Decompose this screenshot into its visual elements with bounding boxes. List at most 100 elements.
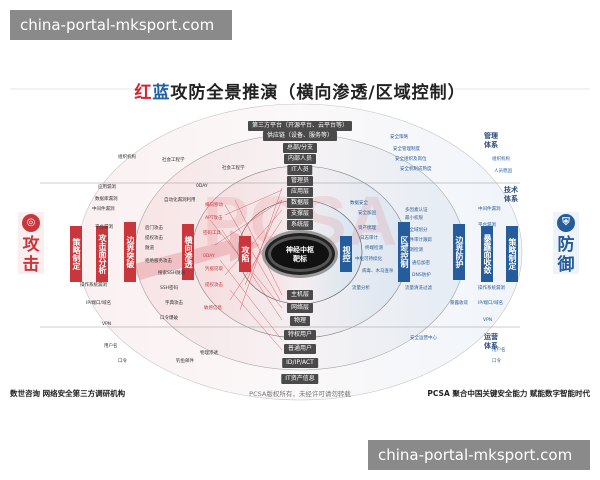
attack-technique-label: 字典攻击 [165,301,183,306]
attack-path-label: 密码工具 [203,231,221,236]
defense-inner-label: 安全加固 [358,211,376,216]
attack-lines [209,187,283,351]
attack-path-label: 横向移动 [205,203,223,208]
attack-technique-label: 用户名 [104,344,118,349]
attack-stage-bar: 策略制定 [70,226,82,282]
attack-path-label: 提权攻击 [205,283,223,288]
attack-path-label: 凭据窃取 [205,267,223,272]
title-blue: 蓝 [152,83,171,103]
attack-technique-label: SSH密码 [160,286,179,291]
system-technology: 技术体系 [504,186,518,203]
center-layer-box: ID/IP/ACT [282,358,318,368]
attack-technique-label: IP/端口/域名 [86,301,112,306]
defense-badge: ⛨ 防御 [553,212,579,275]
center-layer-box: 主机层 [286,290,314,300]
defense-measure-label: 流量清洗过滤 [405,286,432,291]
attack-stage-bar: 攻击面分析 [96,226,108,282]
attack-stage-bar: 横向渗透 [182,224,194,280]
defense-inner-label: 安全运营中心 [410,336,437,341]
defense-measure-label: 组织机构 [492,157,510,162]
defense-measure-label: 多因素认证 [405,208,428,213]
target-icon: ◎ [22,214,40,232]
footer-right: PCSA 聚合中国关键安全能力 赋能数字智能时代 [427,389,590,398]
center-layer-box: 物理 [289,316,311,326]
center-layer-box: 内部人员 [283,154,317,164]
footer-left: 数世咨询 网络安全第三方调研机构 [10,389,126,398]
attack-technique-label: 物理渗透 [200,351,218,356]
attack-technique-label: 社会工程学 [222,166,245,171]
attack-technique-label: 应用漏洞 [98,185,116,190]
center-layer-box: IT资产信息 [281,374,319,384]
defense-measure-label: 安全机制成熟度 [400,167,432,172]
defense-stage-bar: 边界防护 [453,224,465,280]
center-layer-box: 应用层 [286,187,314,197]
attack-technique-label: 操作系统漏洞 [80,283,107,288]
attack-technique-label: 口令 [118,359,127,364]
center-layer-box: 网络层 [286,303,314,313]
defense-inner-label: 数据安全 [350,201,368,206]
footer-center: PCSA版权所有，未经许可请勿转载 [249,390,351,398]
defense-inner-label: 资产梳理 [358,226,376,231]
attack-stage-bar: 攻陷 [239,236,251,272]
defense-inner-label: 流量分析 [352,286,370,291]
attack-technique-label: 平台漏洞 [95,225,113,230]
defense-measure-label: 口令 [492,359,501,364]
system-management: 管理体系 [484,132,498,149]
attack-path-label: 0DAY [203,254,215,259]
defense-stage-bar: 暴露面收敛 [481,226,493,282]
attack-technique-label: 数据库漏洞 [95,197,118,202]
attack-technique-label: 社会工程学 [162,158,185,163]
defense-measure-label: 安全策略 [390,135,408,140]
attack-technique-label: 0DAY [196,184,208,189]
attack-technique-label: 自动化漏洞利用 [164,198,196,203]
center-layer-box: 数据层 [286,198,314,208]
center-layer-box: 供应链（设备、服务等） [262,131,338,141]
attack-path-label: 敏感信息 [204,306,222,311]
defense-measure-label: 中间件漏洞 [478,207,501,212]
defense-measure-label: 平台漏洞 [478,223,496,228]
attack-technique-label: 口令爆破 [160,316,178,321]
center-layer-box: 特权用户 [283,330,317,340]
watermark-top: china-portal-mksport.com [10,10,232,40]
defense-measure-label: 暴露收敛 [450,301,468,306]
shield-icon: ⛨ [557,214,575,232]
defense-measure-label: VPN [483,318,493,323]
page-title: 红蓝攻防全景推演（横向渗透/区域控制） [0,78,600,103]
attack-arrow [130,230,260,280]
core-line-1: 神经中枢 [286,246,314,254]
defense-measure-label: IP/端口/域名 [478,301,504,306]
attack-technique-label: 后门攻击 [145,226,163,231]
defense-stage-bar: 策略制定 [506,226,518,282]
attack-technique-label: 组织机构 [118,155,136,160]
defense-inner-label: 日志审计 [360,236,378,241]
attack-technique-label: 中间件漏洞 [92,207,115,212]
center-layer-box: 系统层 [286,220,314,230]
attack-path-label: APT攻击 [205,216,223,221]
center-layer-box: 总部/分支 [282,143,318,153]
system-operations: 运营体系 [484,333,498,350]
defense-measure-label: 最小权限 [405,216,423,221]
defense-measure-label: DNS防护 [412,273,431,278]
title-rest: 攻防全景推演（横向渗透/区域控制） [170,83,466,103]
defense-inner-label: 中枢可持续化 [355,257,382,262]
defense-stage-bar: 视控 [340,236,352,272]
attack-technique-label: 钓鱼邮件 [176,359,194,364]
attack-technique-label: 隧道 [145,246,154,251]
defense-measure-label: 人员稳固 [494,169,512,174]
defense-measure-label: 安全组织及岗位 [395,157,427,162]
watermark-bottom: china-portal-mksport.com [368,440,590,470]
attack-stage-bar: 边界突破 [124,222,136,282]
defense-label: 防御 [557,235,575,275]
center-layer-box: 普通用户 [283,344,317,354]
attack-technique-label: 搜索SSH隧道 [158,271,186,276]
defense-measure-label: 用户名 [492,348,506,353]
defense-measure-label: 通信加密 [412,261,430,266]
attack-technique-label: VPN [102,322,112,327]
defense-measure-label: 漏洞检测 [405,248,423,253]
center-layer-box: IT人员 [287,165,313,175]
attack-badge: ◎ 攻击 [18,212,44,275]
defense-inner-label: 终端检测 [365,246,383,251]
attack-label: 攻击 [22,235,40,275]
defense-measure-label: 操作系统漏洞 [478,286,505,291]
attack-technique-label: 拒绝服务攻击 [145,259,172,264]
